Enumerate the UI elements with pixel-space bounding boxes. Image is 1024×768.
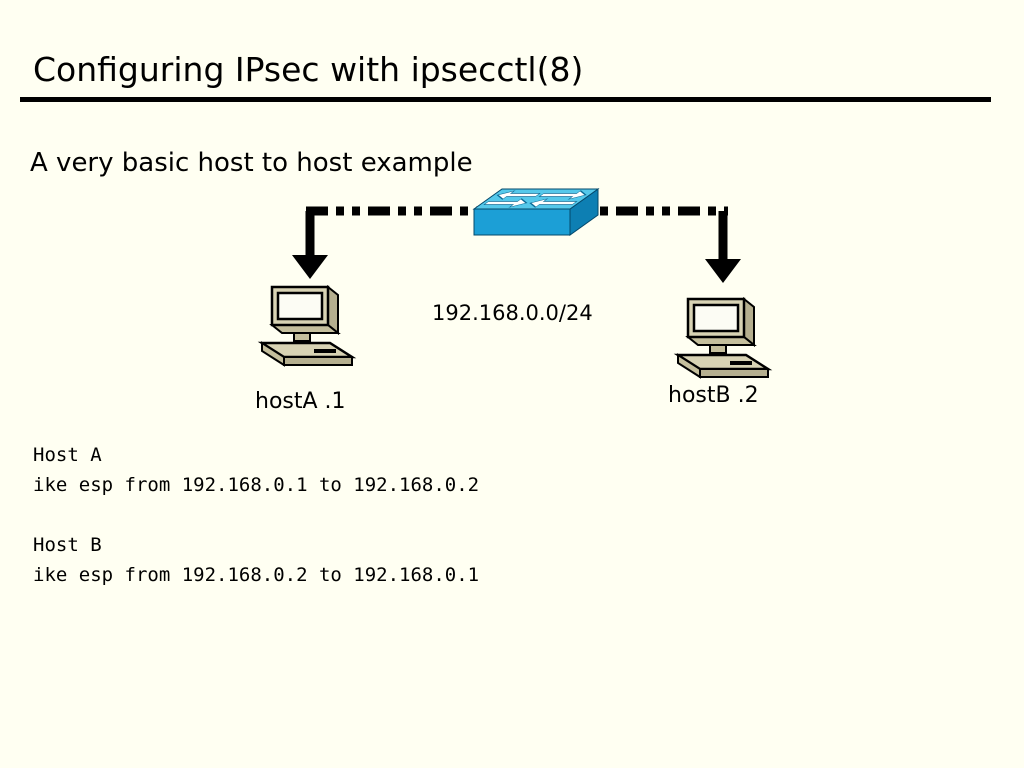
hostA-computer-icon bbox=[260, 285, 354, 367]
title-rule bbox=[20, 97, 991, 102]
config-block: Host A ike esp from 192.168.0.1 to 192.1… bbox=[33, 440, 479, 590]
config-hostB-group: Host B ike esp from 192.168.0.2 to 192.1… bbox=[33, 530, 479, 590]
config-hostA-group: Host A ike esp from 192.168.0.1 to 192.1… bbox=[33, 440, 479, 500]
config-hostA-heading: Host A bbox=[33, 444, 102, 466]
config-hostB-rule: ike esp from 192.168.0.2 to 192.168.0.1 bbox=[33, 564, 480, 586]
config-hostB-heading: Host B bbox=[33, 534, 102, 556]
switch-arrows-icon bbox=[483, 190, 587, 208]
hostB-computer-icon bbox=[676, 297, 770, 379]
hostB-label: hostB .2 bbox=[668, 383, 759, 408]
hostA-down-arrow-icon bbox=[292, 211, 328, 279]
slide-subtitle: A very basic host to host example bbox=[30, 148, 473, 178]
config-hostA-rule: ike esp from 192.168.0.1 to 192.168.0.2 bbox=[33, 474, 480, 496]
network-diagram bbox=[260, 188, 770, 379]
hostA-label: hostA .1 bbox=[255, 389, 346, 414]
hostB-down-arrow-icon bbox=[705, 211, 741, 283]
switch-icon bbox=[472, 188, 600, 236]
network-label: 192.168.0.0/24 bbox=[432, 301, 593, 325]
slide-title: Configuring IPsec with ipsecctl(8) bbox=[33, 50, 584, 89]
